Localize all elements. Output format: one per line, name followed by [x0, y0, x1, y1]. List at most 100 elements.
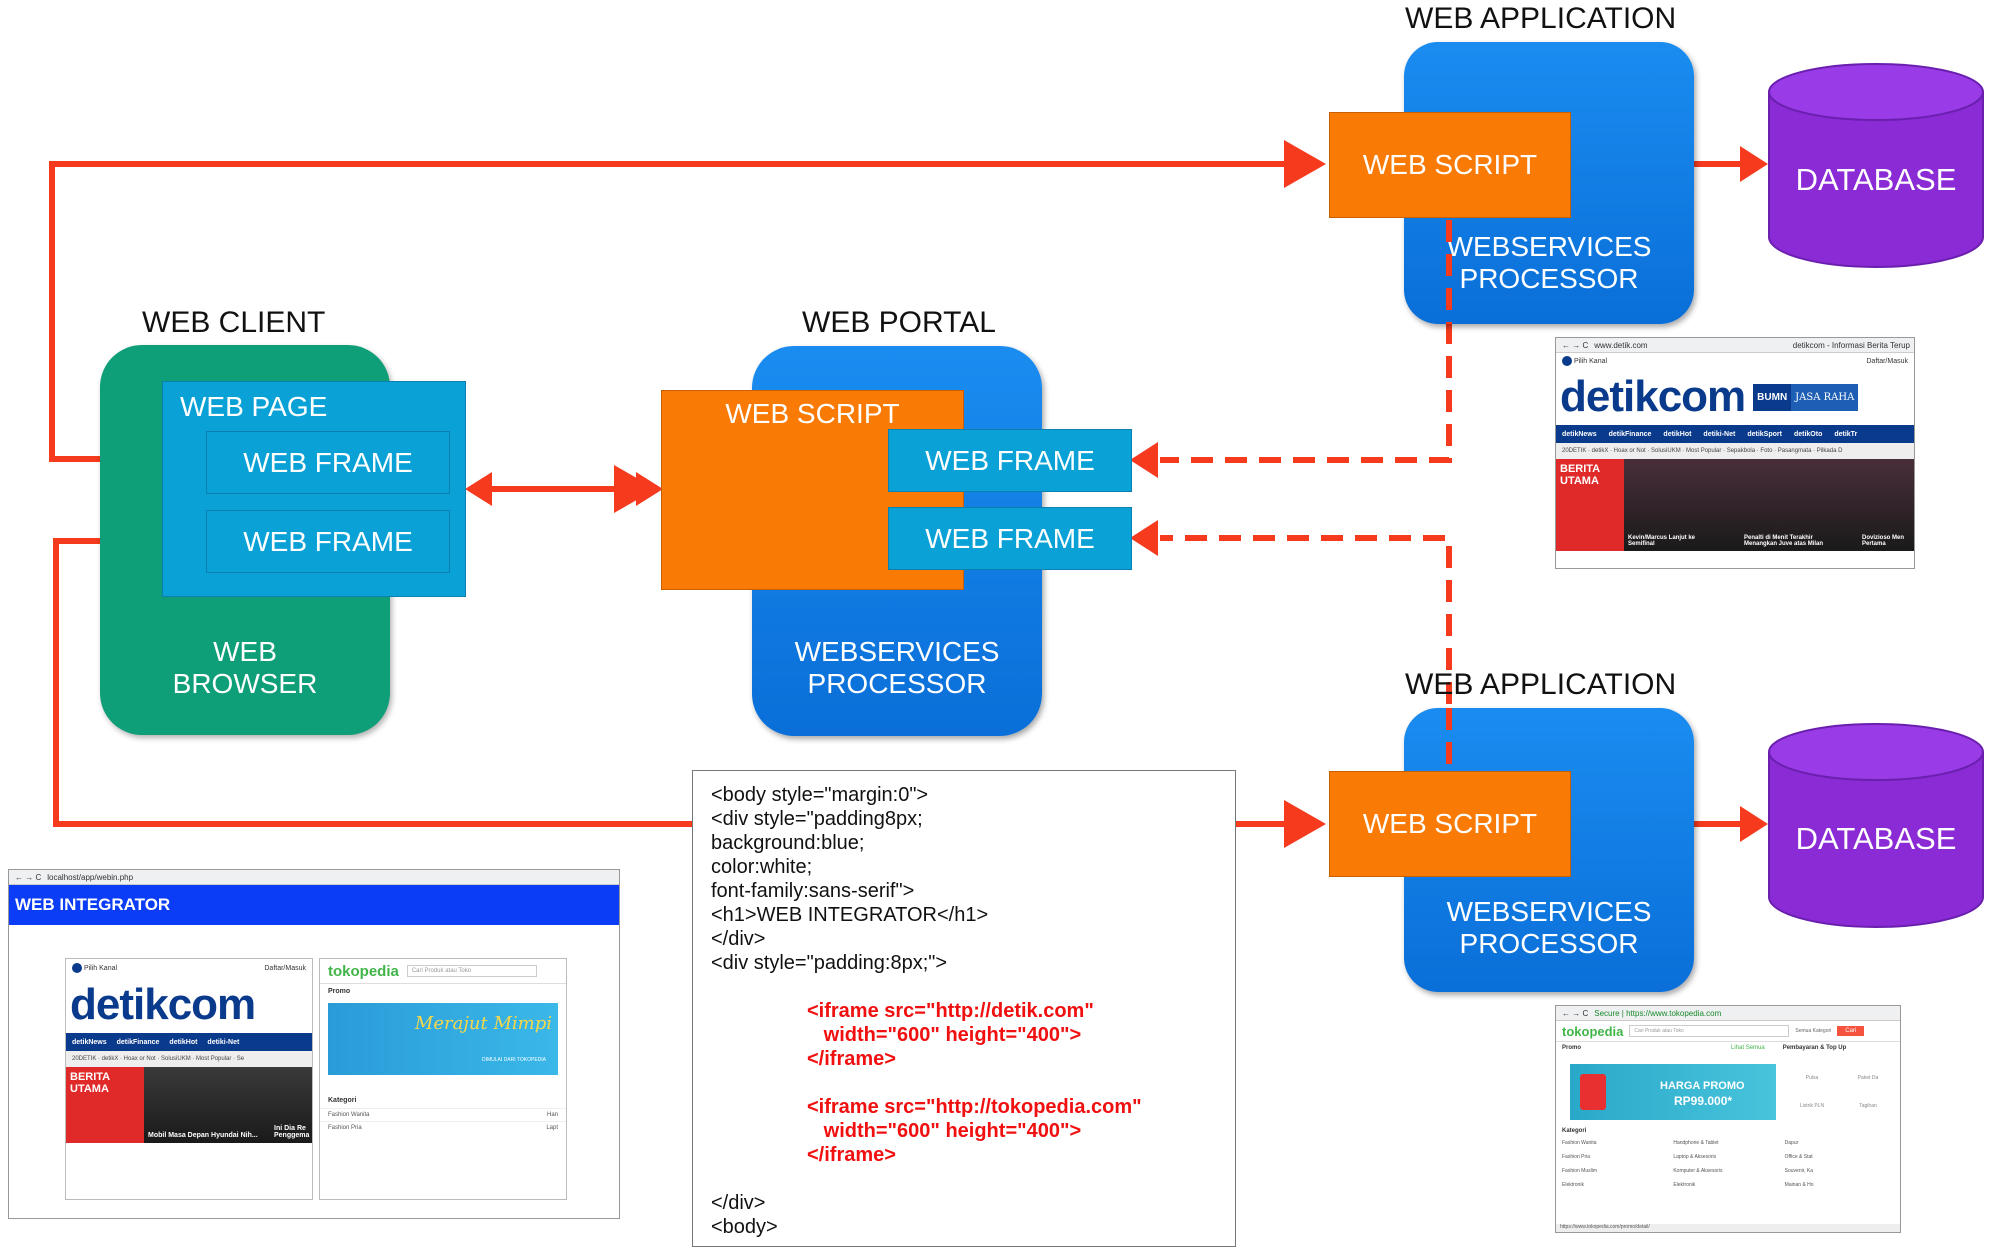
tokopedia-search-input[interactable]: Cari Produk atau Toko: [406, 965, 537, 977]
portal-web-frame-2-label: WEB FRAME: [925, 522, 1095, 554]
app-bottom-processor-label: WEBSERVICES PROCESSOR: [1446, 896, 1652, 959]
tokopedia-category[interactable]: Laptop & Aksesoris: [1673, 1154, 1717, 1160]
client-web-frame-2-label: WEB FRAME: [243, 525, 413, 557]
tokopedia-category[interactable]: Office & Stat: [1784, 1154, 1813, 1160]
detik-nav-item[interactable]: detikTr: [1834, 430, 1858, 438]
tokopedia-category[interactable]: Fashion Wanita: [1562, 1140, 1597, 1146]
web-client-title: WEB CLIENT: [142, 306, 326, 339]
tokopedia-pay-item[interactable]: Listrik PLN: [1799, 1103, 1825, 1109]
detik-caption-1: Mobil Masa Depan Hyundai Nih...: [148, 1132, 258, 1139]
tokopedia-category[interactable]: Souvenir, Ka: [1784, 1168, 1814, 1174]
detik-pilih-kanal: Pilih Kanal: [83, 964, 118, 972]
detik-logo: detikcom: [70, 980, 256, 1029]
tokopedia-promo-label: Promo: [328, 988, 351, 995]
database-bottom-label: DATABASE: [1795, 821, 1957, 856]
detik-daftar: Daftar/Masuk: [1866, 357, 1908, 365]
detik-headline-image: Mobil Masa Depan Hyundai Nih... Ini Dia …: [144, 1067, 312, 1143]
tokopedia-category[interactable]: Fashion Wanita: [328, 1112, 370, 1118]
tokopedia-category[interactable]: Dapur: [1784, 1140, 1799, 1146]
detik-embed: Pilih Kanal Daftar/Masuk detikcom detikN…: [65, 958, 313, 1200]
code-line: width="600" height="400">: [807, 1024, 1082, 1046]
detik-nav-item[interactable]: detikSport: [1747, 430, 1782, 438]
detik-jasa-ad: JASA RAHA: [1791, 383, 1859, 411]
detik-berita-utama: BERITA UTAMA: [1556, 459, 1624, 551]
detik-caption-3: Dovizioso Men Pertama: [1862, 535, 1905, 547]
code-lines-after: </div><body>: [711, 1191, 1217, 1239]
portal-web-frame-1-label: WEB FRAME: [925, 444, 1095, 476]
detik-logo: detikcom: [1560, 372, 1746, 421]
database-top-label: DATABASE: [1795, 162, 1957, 197]
portal-processor-label: WEBSERVICES PROCESSOR: [794, 636, 1000, 699]
nav-arrows-icon: ← → C: [15, 872, 42, 882]
detik-nav-item[interactable]: detikOto: [1793, 430, 1823, 438]
detik-pilih-kanal: Pilih Kanal: [1573, 357, 1608, 365]
code-line: <body style="margin:0">: [711, 784, 929, 806]
code-line: </div>: [711, 928, 766, 950]
tokopedia-category[interactable]: Fashion Muslim: [1562, 1168, 1598, 1174]
tokopedia-embed: tokopedia Cari Produk atau Toko Promo Me…: [319, 958, 567, 1200]
detik-nav-item[interactable]: detikNews: [1562, 430, 1597, 438]
detik-nav-item: detikHot: [169, 1038, 198, 1046]
code-line: font-family:sans-serif">: [711, 880, 915, 902]
web-browser-label: WEB BROWSER: [172, 636, 318, 699]
nav-arrows-icon: ← → C: [1562, 340, 1589, 350]
tokopedia-category[interactable]: Handphone & Tablet: [1673, 1140, 1719, 1146]
tokopedia-search-input[interactable]: Cari Produk atau Toko: [1629, 1025, 1790, 1037]
tokopedia-category[interactable]: Fashion Pria: [328, 1125, 362, 1131]
detik-screenshot: ← → C www.detik.com detikcom - Informasi…: [1555, 337, 1915, 569]
detik-nav-item[interactable]: detikHot: [1663, 430, 1692, 438]
tokopedia-promo-label: Promo: [1562, 1045, 1582, 1051]
tokopedia-category[interactable]: Han: [546, 1112, 558, 1118]
tokopedia-category[interactable]: Fashion Pria: [1562, 1154, 1591, 1160]
code-line: </iframe>: [807, 1144, 896, 1166]
tokopedia-promo-banner[interactable]: Merajut Mimpi DIMULAI DARI TOKOPEDIA: [328, 1003, 558, 1075]
tokopedia-category[interactable]: Lapt: [546, 1125, 558, 1131]
tokopedia-category[interactable]: Elektronik: [1562, 1182, 1584, 1188]
tokopedia-pay-item[interactable]: Tagihan: [1859, 1103, 1877, 1109]
tokopedia-promo-banner[interactable]: HARGA PROMO RP99.000*: [1570, 1064, 1776, 1120]
tokopedia-pembayaran-label: Pembayaran & Top Up: [1782, 1045, 1847, 1051]
detik-nav-item[interactable]: detiki-Net: [1703, 430, 1736, 438]
app-bottom-web-script: WEB SCRIPT: [1329, 771, 1571, 877]
tokopedia-cari-button[interactable]: Cari: [1837, 1026, 1865, 1036]
detik-logo-icon: [72, 963, 82, 973]
tokopedia-status-bar: https://www.tokopedia.com/promo/detail/: [1556, 1224, 1900, 1232]
tokopedia-category[interactable]: Elektronik: [1673, 1182, 1696, 1188]
tokopedia-url-bar: Secure | https://www.tokopedia.com: [1594, 1008, 1722, 1018]
code-line: <iframe src="http://detik.com": [807, 1000, 1094, 1022]
client-web-frame-1-label: WEB FRAME: [243, 446, 413, 478]
database-bottom-icon: [1768, 723, 1984, 928]
code-iframe-detik: <iframe src="http://detik.com" width="60…: [711, 999, 1217, 1071]
portal-web-script-label: WEB SCRIPT: [725, 398, 900, 429]
code-line: <body>: [711, 1216, 778, 1238]
tokopedia-category[interactable]: Komputer & Aksesoris: [1673, 1168, 1723, 1174]
tokopedia-kategori-grid: Fashion Wanita Handphone & Tablet Dapur …: [1562, 1140, 1896, 1188]
tokopedia-logo: tokopedia: [328, 962, 399, 980]
code-line: <iframe src="http://tokopedia.com": [807, 1096, 1142, 1118]
tokopedia-logo: tokopedia: [1562, 1023, 1624, 1039]
app-top-processor-label: WEBSERVICES PROCESSOR: [1446, 231, 1652, 294]
integrator-screenshot: ← → C localhost/app/webin.php WEB INTEGR…: [8, 869, 620, 1219]
portal-web-frame-1: WEB FRAME: [888, 429, 1132, 492]
code-line: <h1>WEB INTEGRATOR</h1>: [711, 904, 989, 926]
tokopedia-pay-item[interactable]: Paket Da: [1857, 1075, 1879, 1081]
detik-nav-item[interactable]: detikFinance: [1608, 430, 1652, 438]
code-line: background:blue;: [711, 832, 865, 854]
portal-web-frame-2: WEB FRAME: [888, 507, 1132, 570]
tokopedia-category[interactable]: Mainan & Ho: [1784, 1182, 1814, 1188]
detik-nav: detikNews detikFinance detikHot detiki-N…: [66, 1033, 312, 1051]
tokopedia-screenshot: ← → C Secure | https://www.tokopedia.com…: [1555, 1005, 1901, 1233]
detik-caption-2: Ini Dia Re Penggema: [274, 1125, 310, 1139]
client-web-frame-1: WEB FRAME: [206, 431, 450, 494]
tokopedia-pay-item[interactable]: Pulsa: [1805, 1075, 1819, 1081]
detik-browser-chrome: ← → C www.detik.com detikcom - Informasi…: [1556, 338, 1914, 353]
client-web-frame-2: WEB FRAME: [206, 510, 450, 573]
tokopedia-kategori-select[interactable]: Semua Kategori: [1795, 1028, 1832, 1034]
browser-chrome: ← → C localhost/app/webin.php: [9, 870, 619, 885]
tokopedia-lihat-semua[interactable]: Lihat Semua: [1731, 1045, 1765, 1051]
code-line: width="600" height="400">: [807, 1120, 1082, 1142]
code-line: </div>: [711, 1192, 766, 1214]
dashed-app-bottom-to-portal: [1160, 535, 1452, 772]
detik-subnav: 20DETIK · detikX · Hoax or Not · SolusiU…: [1556, 443, 1914, 459]
code-line: <div style="padding8px;: [711, 808, 923, 830]
